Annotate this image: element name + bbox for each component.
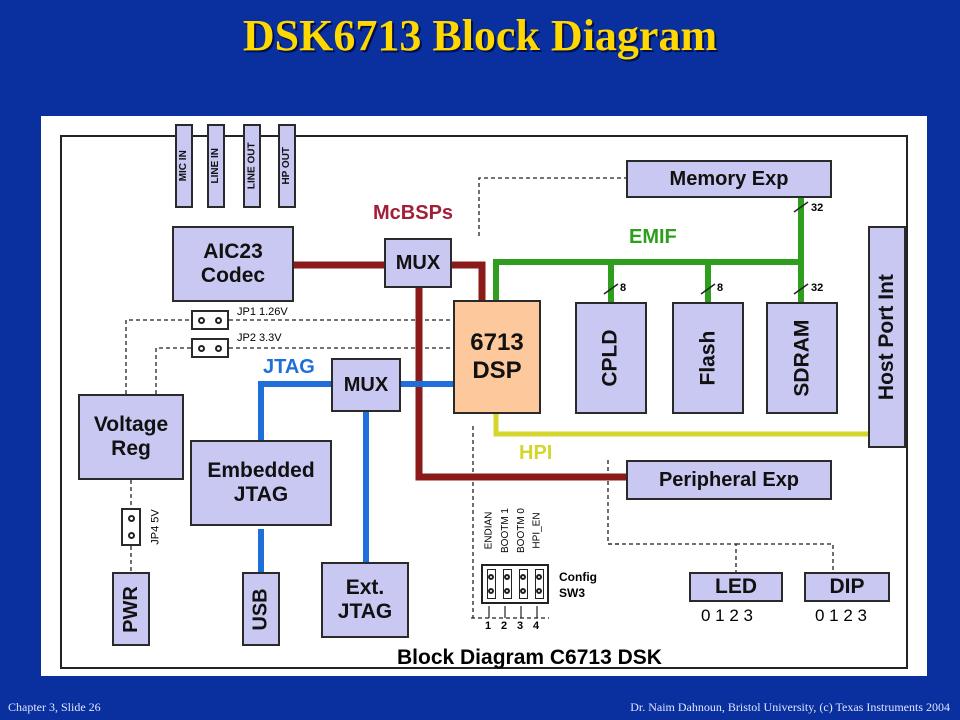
config-pin-bootm1: BOOTM 1 — [499, 507, 511, 553]
config-num-1: 1 — [485, 620, 492, 632]
board-outline — [60, 135, 908, 669]
block-diagram-panel: MIC IN LINE IN LINE OUT HP OUT AIC23 Cod… — [41, 116, 927, 676]
config-label-2: SW3 — [559, 586, 586, 600]
config-switch-sw3 — [481, 564, 549, 604]
memory-exp-block: Memory Exp — [626, 160, 832, 198]
peripheral-exp-block: Peripheral Exp — [626, 460, 832, 500]
hpi-label: HPI — [519, 442, 553, 464]
host-port-int-block: Host Port Int — [868, 226, 906, 448]
jtag-label: JTAG — [263, 356, 315, 378]
config-num-3: 3 — [517, 620, 524, 632]
aic23-codec-block: AIC23 Codec — [172, 226, 294, 302]
bus-width-ticks — [603, 201, 809, 295]
embedded-jtag-block: Embedded JTAG — [190, 440, 332, 526]
jumper-jp1-label: JP1 1.26V — [237, 306, 288, 318]
diagram-caption: Block Diagram C6713 DSK — [397, 646, 662, 669]
bus-width-sdram: 32 — [811, 282, 824, 294]
jack-hp-out: HP OUT — [278, 124, 296, 208]
flash-block: Flash — [672, 302, 744, 414]
jumper-jp4-label: JP4 5V — [150, 509, 162, 545]
bus-width-cpld: 8 — [620, 282, 627, 294]
footer-chapter-slide: Chapter 3, Slide 26 — [8, 700, 101, 714]
jack-line-out: LINE OUT — [243, 124, 261, 208]
jtag-bus — [258, 381, 453, 572]
voltage-reg-block: Voltage Reg — [78, 394, 184, 480]
pwr-block: PWR — [112, 572, 150, 646]
emif-bus — [493, 196, 804, 302]
slide-title: DSK6713 Block Diagram — [242, 11, 718, 60]
jack-mic-in: MIC IN — [175, 124, 193, 208]
led-block: LED — [689, 572, 783, 602]
mcbsp-bus — [292, 261, 626, 481]
mux-jtag-block: MUX — [331, 358, 401, 412]
jumper-jp1 — [191, 310, 229, 330]
footer-credits: Dr. Naim Dahnoun, Bristol University, (c… — [630, 700, 950, 714]
dashed-signals — [125, 177, 834, 619]
config-pin-hpi-en: HPI_EN — [531, 511, 543, 549]
config-num-2: 2 — [501, 620, 508, 632]
jumper-jp2 — [191, 338, 229, 358]
dsp-6713-block: 6713 DSP — [453, 300, 541, 414]
bus-width-flash: 8 — [717, 282, 724, 294]
bus-width-memory: 32 — [811, 202, 824, 214]
config-pin-endian: ENDIAN — [483, 511, 495, 549]
hpi-bus — [493, 414, 868, 437]
config-label-1: Config — [559, 570, 597, 584]
config-switch-leads — [488, 606, 538, 618]
bus-lines — [60, 135, 908, 669]
dip-bits: 0 1 2 3 — [815, 606, 867, 625]
jumper-jp2-label: JP2 3.3V — [237, 332, 282, 344]
sdram-block: SDRAM — [766, 302, 838, 414]
led-bits: 0 1 2 3 — [701, 606, 753, 625]
emif-label: EMIF — [629, 226, 677, 248]
cpld-block: CPLD — [575, 302, 647, 414]
usb-block: USB — [242, 572, 280, 646]
ext-jtag-block: Ext. JTAG — [321, 562, 409, 638]
mux-mcbsp-block: MUX — [384, 238, 452, 288]
config-pin-bootm0: BOOTM 0 — [515, 507, 527, 553]
config-num-4: 4 — [533, 620, 540, 632]
jumper-jp4 — [121, 508, 141, 546]
dip-block: DIP — [804, 572, 890, 602]
mcbsps-label: McBSPs — [373, 202, 454, 224]
jack-line-in: LINE IN — [207, 124, 225, 208]
